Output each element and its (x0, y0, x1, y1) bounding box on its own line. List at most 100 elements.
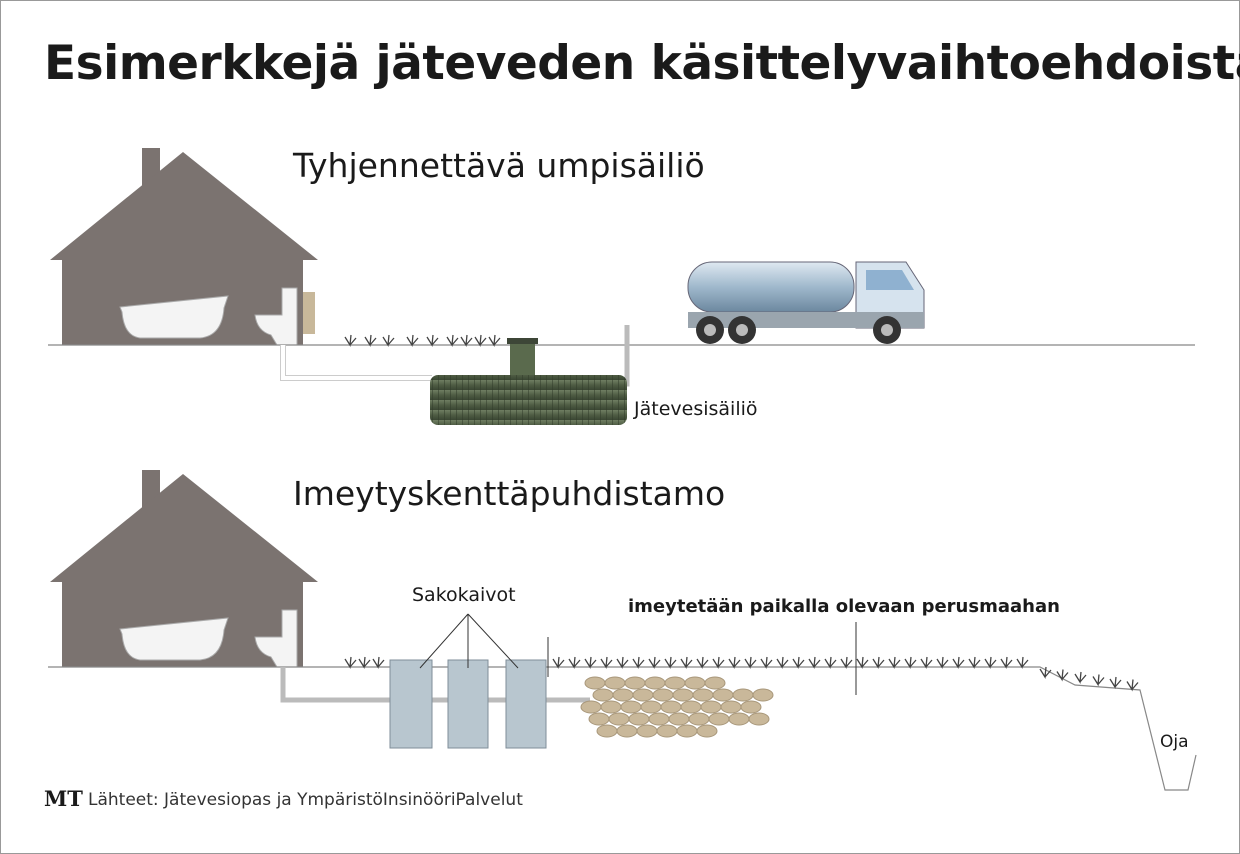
stone (720, 700, 742, 714)
stone (696, 724, 718, 738)
grass-icon (358, 656, 371, 669)
grass-icon (984, 656, 997, 669)
stone (608, 712, 630, 726)
stone (632, 688, 654, 702)
stone (704, 676, 726, 690)
grass-icon (952, 656, 965, 669)
grass-icon (632, 656, 645, 669)
grass-icon (1109, 676, 1122, 689)
stone (604, 676, 626, 690)
stone (668, 712, 690, 726)
stone (648, 712, 670, 726)
grass-icon (888, 656, 901, 669)
stone (592, 688, 614, 702)
stone (620, 700, 642, 714)
stone (748, 712, 770, 726)
grass-icon (1074, 671, 1087, 684)
absorption-label: imeytetään paikalla olevaan perusmaahan (628, 596, 1060, 617)
stone (644, 676, 666, 690)
stone (584, 676, 606, 690)
grass-icon (446, 334, 459, 347)
grass-icon (552, 656, 565, 669)
stone (640, 700, 662, 714)
stone (656, 724, 678, 738)
grass-icon (872, 656, 885, 669)
stone (664, 676, 686, 690)
grass-icon (792, 656, 805, 669)
stone (660, 700, 682, 714)
grass-icon (744, 656, 757, 669)
grass-icon (1092, 674, 1105, 687)
stone (700, 700, 722, 714)
ditch-label: Oja (1160, 732, 1189, 752)
grass-icon (364, 334, 377, 347)
grass-icon (696, 656, 709, 669)
tank-label: Jätevesisäiliö (634, 398, 758, 420)
grass-icon (1000, 656, 1013, 669)
grass-icon (568, 656, 581, 669)
stone (636, 724, 658, 738)
grass-icon (372, 656, 385, 669)
stone (732, 688, 754, 702)
stone (616, 724, 638, 738)
grass-icon (406, 334, 419, 347)
grass-icon (460, 334, 473, 347)
grass-icon (776, 656, 789, 669)
grass-icon (1016, 656, 1029, 669)
page-title: Esimerkkejä jäteveden käsittelyvaihtoehd… (44, 36, 1240, 91)
ground-line-2 (48, 666, 1197, 791)
stone (600, 700, 622, 714)
source-note: Lähteet: Jätevesiopas ja YmpäristöInsinö… (88, 790, 523, 810)
stone (580, 700, 602, 714)
grass-icon (584, 656, 597, 669)
section-heading-holding-tank: Tyhjennettävä umpisäiliö (293, 146, 705, 185)
grass-icon (1126, 679, 1139, 692)
stone (652, 688, 674, 702)
vent-pipe (622, 325, 630, 387)
grass-icon (968, 656, 981, 669)
stone (676, 724, 698, 738)
stone (624, 676, 646, 690)
grass-icon (344, 656, 357, 669)
sewage-truck (687, 261, 925, 344)
stone (740, 700, 762, 714)
grass-icon (728, 656, 741, 669)
grass-icon (840, 656, 853, 669)
stone (728, 712, 750, 726)
stone (684, 676, 706, 690)
stone (692, 688, 714, 702)
wells-label: Sakokaivot (412, 584, 516, 606)
grass-icon (904, 656, 917, 669)
stone (628, 712, 650, 726)
septic-wells (389, 659, 547, 749)
grass-icon (856, 656, 869, 669)
pipe-1 (280, 345, 432, 381)
stone (708, 712, 730, 726)
bathtub-icon (119, 295, 229, 339)
gravel-stones (580, 676, 774, 738)
stone (680, 700, 702, 714)
grass-icon (680, 656, 693, 669)
grass-icon (600, 656, 613, 669)
grass-icon (426, 334, 439, 347)
grass-icon (760, 656, 773, 669)
section-heading-soil-absorption: Imeytyskenttäpuhdistamo (293, 474, 726, 513)
grass-icon (920, 656, 933, 669)
grass-icon (712, 656, 725, 669)
grass-tufts (344, 334, 1139, 692)
mt-logo: MT (44, 786, 83, 811)
house-1 (50, 148, 318, 346)
holding-tank (430, 338, 627, 425)
grass-icon (824, 656, 837, 669)
grass-icon (1056, 669, 1069, 682)
stone (588, 712, 610, 726)
stone (712, 688, 734, 702)
grass-icon (382, 334, 395, 347)
grass-icon (808, 656, 821, 669)
stone (688, 712, 710, 726)
grass-icon (488, 334, 501, 347)
house-2 (50, 470, 318, 668)
stone (672, 688, 694, 702)
grass-icon (616, 656, 629, 669)
